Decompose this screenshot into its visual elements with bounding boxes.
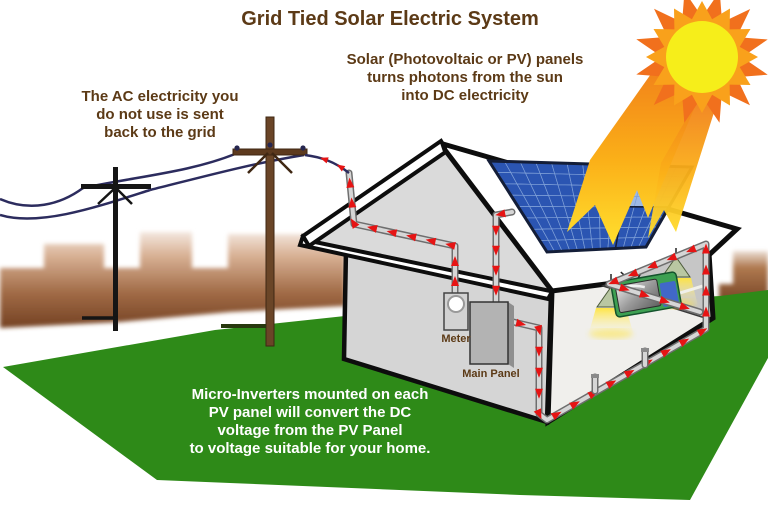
flow-arrow: [425, 237, 437, 246]
flow-arrow: [445, 242, 456, 250]
flow-arrow: [550, 411, 562, 421]
meter-label: Meter: [441, 333, 471, 345]
sun-beam-wide: [567, 57, 702, 245]
conduit-stub-cap: [641, 348, 649, 352]
flow-arrow: [569, 401, 580, 410]
micro-inverter-annotation: Micro-Inverters mounted on each PV panel…: [189, 386, 431, 457]
main-panel-label: Main Panel: [462, 368, 520, 380]
sun-disc: [666, 21, 738, 93]
flow-arrow: [535, 367, 543, 378]
sun-icon: [636, 0, 768, 123]
flow-arrow: [702, 306, 710, 317]
flow-arrow: [678, 338, 690, 348]
flow-arrow: [627, 268, 639, 277]
flow-arrow: [533, 408, 542, 420]
flow-arrow: [702, 243, 710, 254]
sun-beams: [567, 57, 717, 245]
flow-arrow: [686, 244, 697, 253]
flow-arrow: [605, 380, 617, 389]
flow-arrow: [515, 318, 527, 327]
solar-cell: [580, 227, 592, 240]
utility-pole-main: [221, 116, 308, 347]
grid-export-annotation: The AC electricity you do not use is sen…: [81, 88, 239, 141]
flow-arrow: [679, 302, 690, 310]
flow-arrow: [451, 276, 459, 286]
insulator: [267, 142, 273, 148]
flow-arrow: [639, 289, 650, 298]
flow-arrow: [346, 177, 355, 188]
flow-arrow: [702, 285, 710, 296]
flow-arrow: [492, 285, 500, 296]
flow-arrow: [451, 256, 459, 266]
main-panel-box: [469, 301, 514, 368]
conduit-runs: [304, 153, 710, 424]
flow-arrow: [336, 164, 346, 172]
flow-arrow: [608, 276, 620, 285]
meter-box: [443, 292, 469, 331]
flow-arrow: [702, 264, 710, 275]
insulator: [234, 145, 240, 151]
solar-cell: [588, 217, 601, 229]
flow-arrow: [492, 225, 500, 236]
flow-arrow: [660, 349, 671, 358]
flow-arrow: [535, 388, 543, 399]
flow-arrow: [623, 369, 635, 379]
utility-pole-small: [81, 167, 151, 331]
flow-arrow: [492, 245, 500, 256]
flow-arrow: [348, 197, 357, 208]
flow-arrow: [618, 283, 630, 292]
meter-dial: [447, 295, 465, 313]
flow-arrow: [495, 209, 506, 218]
flow-arrow: [350, 218, 360, 229]
insulator: [300, 145, 306, 151]
solar-cell: [554, 173, 573, 186]
diagram-title: Grid Tied Solar Electric System: [241, 8, 539, 30]
flow-arrow: [406, 233, 417, 242]
flow-arrow: [386, 229, 398, 238]
flow-arrow: [666, 252, 678, 261]
flow-arrow: [367, 225, 378, 233]
flow-arrow: [659, 295, 670, 304]
flow-arrow: [647, 260, 659, 269]
flow-arrow: [696, 328, 708, 337]
conduit-stub-cap: [591, 374, 599, 378]
pv-panels-annotation: Solar (Photovoltaic or PV) panels turns …: [346, 51, 584, 104]
solar-cell: [589, 227, 601, 240]
flow-arrow: [320, 157, 329, 164]
sun-beam-narrow: [648, 95, 717, 238]
flow-arrow: [534, 324, 542, 336]
flow-arrow: [492, 265, 500, 276]
flow-arrow: [535, 346, 543, 357]
city-skyline: [0, 232, 768, 328]
